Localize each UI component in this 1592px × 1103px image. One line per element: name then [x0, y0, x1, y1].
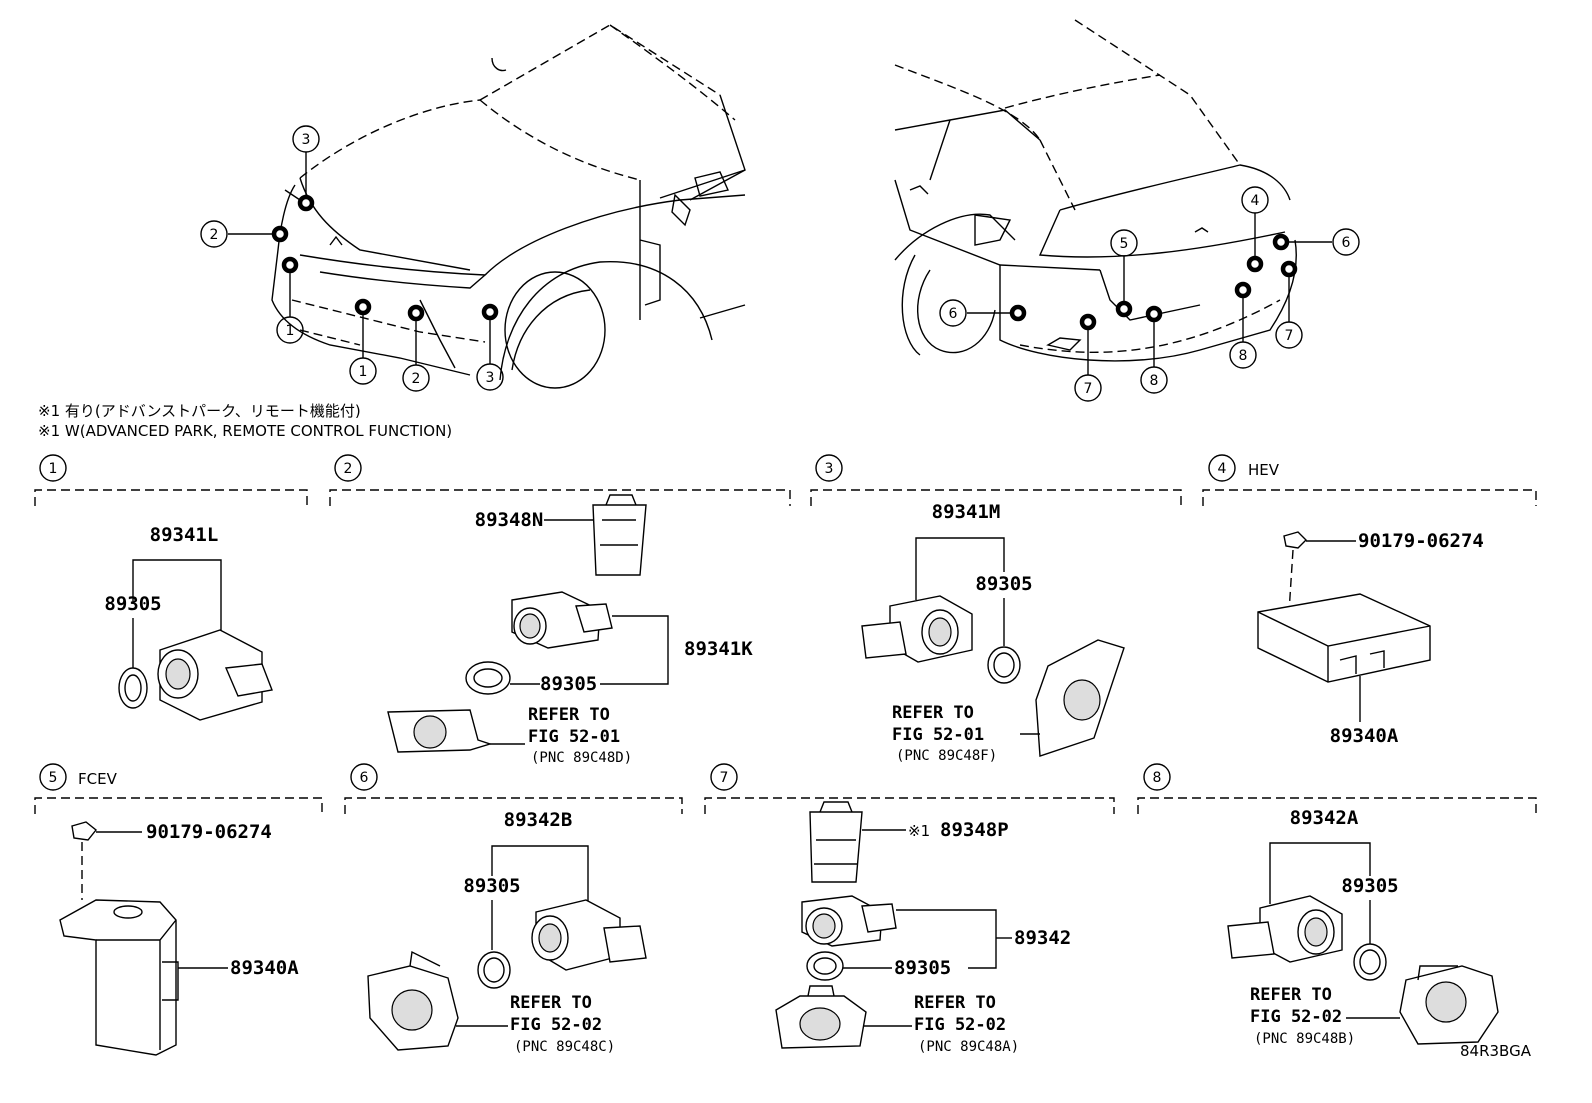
rear-callout-label: 8: [1150, 373, 1159, 389]
front-callout-label: 3: [302, 132, 311, 148]
part-number[interactable]: 90179-06274: [1358, 530, 1484, 552]
note-japanese: ※1 有り(アドバンストパーク、リモート機能付): [38, 402, 361, 420]
group-label: HEV: [1248, 461, 1280, 479]
rear-callout-circle: [1229, 341, 1257, 369]
part-number[interactable]: 89305: [894, 957, 951, 979]
front-callout-circle: [476, 363, 504, 391]
part-number[interactable]: 90179-06274: [146, 821, 272, 843]
group-number: 7: [720, 770, 729, 786]
group-number: 8: [1153, 770, 1162, 786]
group-number: 4: [1218, 461, 1227, 477]
rear-car-illustration: 4 5 6 6 7 7 8 8: [894, 19, 1360, 402]
sensor-retainer-ring: [465, 661, 511, 695]
rear-callout-label: 7: [1285, 328, 1294, 344]
rear-callout-circle: [1241, 186, 1269, 214]
part-number[interactable]: 89348N: [475, 509, 544, 531]
parking-assist-ecu: [59, 899, 177, 1056]
bolt-icon: [1283, 531, 1307, 549]
group-number: 3: [825, 461, 834, 477]
sensor-retainer-ring: [477, 951, 511, 989]
group-2: 2 89348N 89341K 89305 REFER TO FIG 52-01…: [329, 454, 791, 766]
rear-callout-label: 4: [1251, 193, 1260, 209]
front-car-illustration: 3 2 1 1 2 3: [200, 24, 746, 392]
group-number: 1: [49, 461, 58, 477]
rear-callout-circle: [1332, 228, 1360, 256]
part-number[interactable]: 89305: [104, 593, 161, 615]
refer-figure-text[interactable]: FIG 52-02: [510, 1015, 602, 1035]
refer-pnc-text: (PNC 89C48B): [1254, 1031, 1355, 1047]
group-6: 6 89342B 89305 REFER TO FIG 52-02 (PNC 8…: [344, 763, 683, 1055]
refer-figure-text[interactable]: FIG 52-01: [528, 727, 620, 747]
part-number[interactable]: 89348P: [940, 819, 1009, 841]
part-number[interactable]: 89340A: [1330, 725, 1399, 747]
part-number[interactable]: 89340A: [230, 957, 299, 979]
group-7: 7 ※1 89348P 89342 89305 REFER TO FIG 52-…: [704, 763, 1115, 1055]
refer-pnc-text: (PNC 89C48D): [531, 750, 632, 766]
figure-code: 84R3BGA: [1460, 1042, 1532, 1060]
refer-to-text: REFER TO: [510, 993, 592, 1013]
group-number: 2: [344, 461, 353, 477]
front-callout-circle: [200, 220, 228, 248]
refer-pnc-text: (PNC 89C48A): [918, 1039, 1019, 1055]
part-number[interactable]: 89305: [975, 573, 1032, 595]
part-number[interactable]: 89342: [1014, 927, 1071, 949]
refer-to-text: REFER TO: [914, 993, 996, 1013]
sensor-retainer-ring: [1353, 943, 1387, 981]
part-number[interactable]: 89341K: [684, 638, 753, 660]
refer-figure-text[interactable]: FIG 52-02: [1250, 1007, 1342, 1027]
front-callout-label: 1: [359, 364, 368, 380]
part-number[interactable]: 89305: [1341, 875, 1398, 897]
footnote-marker: ※1: [908, 822, 930, 840]
front-callout-circle: [349, 357, 377, 385]
front-callout-label: 1: [286, 323, 295, 339]
sensor-bracket: [809, 811, 863, 883]
part-number[interactable]: 89305: [540, 673, 597, 695]
front-callout-label: 2: [412, 371, 421, 387]
note-english: ※1 W(ADVANCED PARK, REMOTE CONTROL FUNCT…: [38, 422, 452, 440]
refer-to-text: REFER TO: [1250, 985, 1332, 1005]
refer-to-text: REFER TO: [892, 703, 974, 723]
sensor-bracket: [592, 504, 647, 576]
rear-callout-label: 6: [949, 306, 958, 322]
group-number: 6: [360, 770, 369, 786]
refer-to-text: REFER TO: [528, 705, 610, 725]
front-callout-label: 2: [210, 227, 219, 243]
rear-callout-circle: [1110, 229, 1138, 257]
parking-assist-ecu: [1257, 593, 1431, 683]
group-label: FCEV: [78, 770, 118, 788]
rear-callout-circle: [939, 299, 967, 327]
rear-callout-label: 5: [1120, 236, 1129, 252]
refer-pnc-text: (PNC 89C48F): [896, 748, 997, 764]
front-callout-circle: [292, 125, 320, 153]
front-callout-circle: [276, 316, 304, 344]
part-number[interactable]: 89341L: [150, 524, 219, 546]
group-1: 1 89341L 89305: [34, 454, 308, 721]
group-number: 5: [49, 770, 58, 786]
group-8: 8 89342A 89305 REFER TO FIG 52-02 (PNC 8…: [1137, 763, 1537, 1047]
rear-callout-label: 8: [1239, 348, 1248, 364]
part-number[interactable]: 89342B: [504, 809, 573, 831]
front-callout-label: 3: [486, 370, 495, 386]
group-5: 5 FCEV 90179-06274 89340A: [34, 763, 323, 1056]
refer-figure-text[interactable]: FIG 52-02: [914, 1015, 1006, 1035]
refer-figure-text[interactable]: FIG 52-01: [892, 725, 984, 745]
group-3: 3 89341M 89305 REFER TO FIG 52-01 (PNC 8…: [810, 454, 1182, 764]
rear-callout-circle: [1074, 374, 1102, 402]
part-number[interactable]: 89342A: [1290, 807, 1359, 829]
sensor-retainer-ring: [987, 646, 1021, 684]
rear-callout-circle: [1275, 321, 1303, 349]
rear-callout-label: 7: [1084, 381, 1093, 397]
rear-callout-label: 6: [1342, 235, 1351, 251]
bolt-icon: [71, 821, 97, 841]
sensor-retainer-ring: [806, 951, 844, 981]
part-number[interactable]: 89341M: [932, 501, 1001, 523]
front-callout-circle: [402, 364, 430, 392]
part-number[interactable]: 89305: [463, 875, 520, 897]
rear-callout-circle: [1140, 366, 1168, 394]
group-4: 4 HEV 90179-06274 89340A: [1202, 454, 1537, 747]
refer-pnc-text: (PNC 89C48C): [514, 1039, 615, 1055]
sensor-retainer-ring: [118, 667, 148, 709]
